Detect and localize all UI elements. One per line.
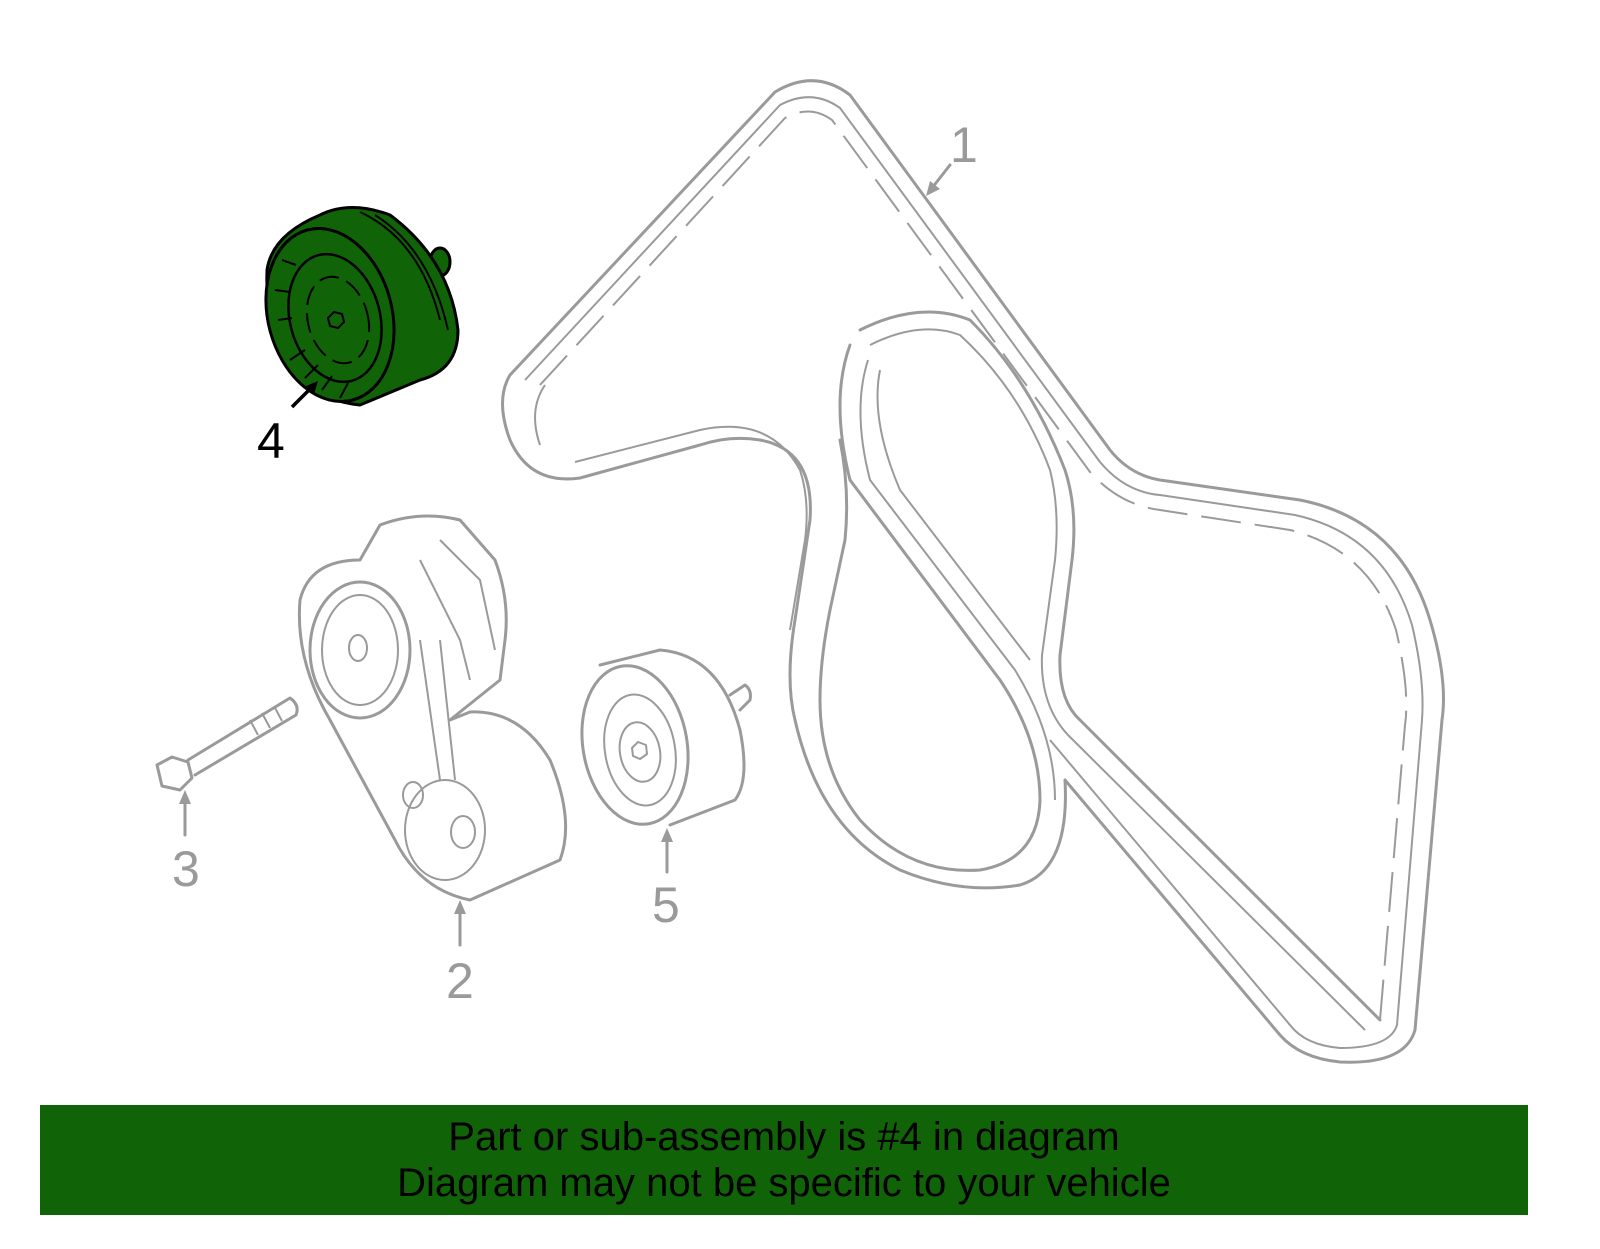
callout-5[interactable]: 5 [652,877,680,933]
leader-arrows [179,163,952,947]
callout-1[interactable]: 1 [950,117,978,173]
banner-line-2: Diagram may not be specific to your vehi… [397,1161,1171,1205]
callout-2[interactable]: 2 [446,953,474,1009]
part-5-idler-pulley[interactable] [570,648,752,874]
callout-3[interactable]: 3 [172,841,200,897]
part-1-belt[interactable] [501,79,1445,1064]
part-2-tensioner[interactable] [297,514,568,902]
part-3-bolt[interactable] [155,696,299,792]
part-4-idler-pulley[interactable] [247,206,460,417]
callout-4[interactable]: 4 [257,413,285,469]
banner-line-1: Part or sub-assembly is #4 in diagram [448,1115,1120,1159]
info-banner: Part or sub-assembly is #4 in diagram Di… [40,1105,1528,1215]
